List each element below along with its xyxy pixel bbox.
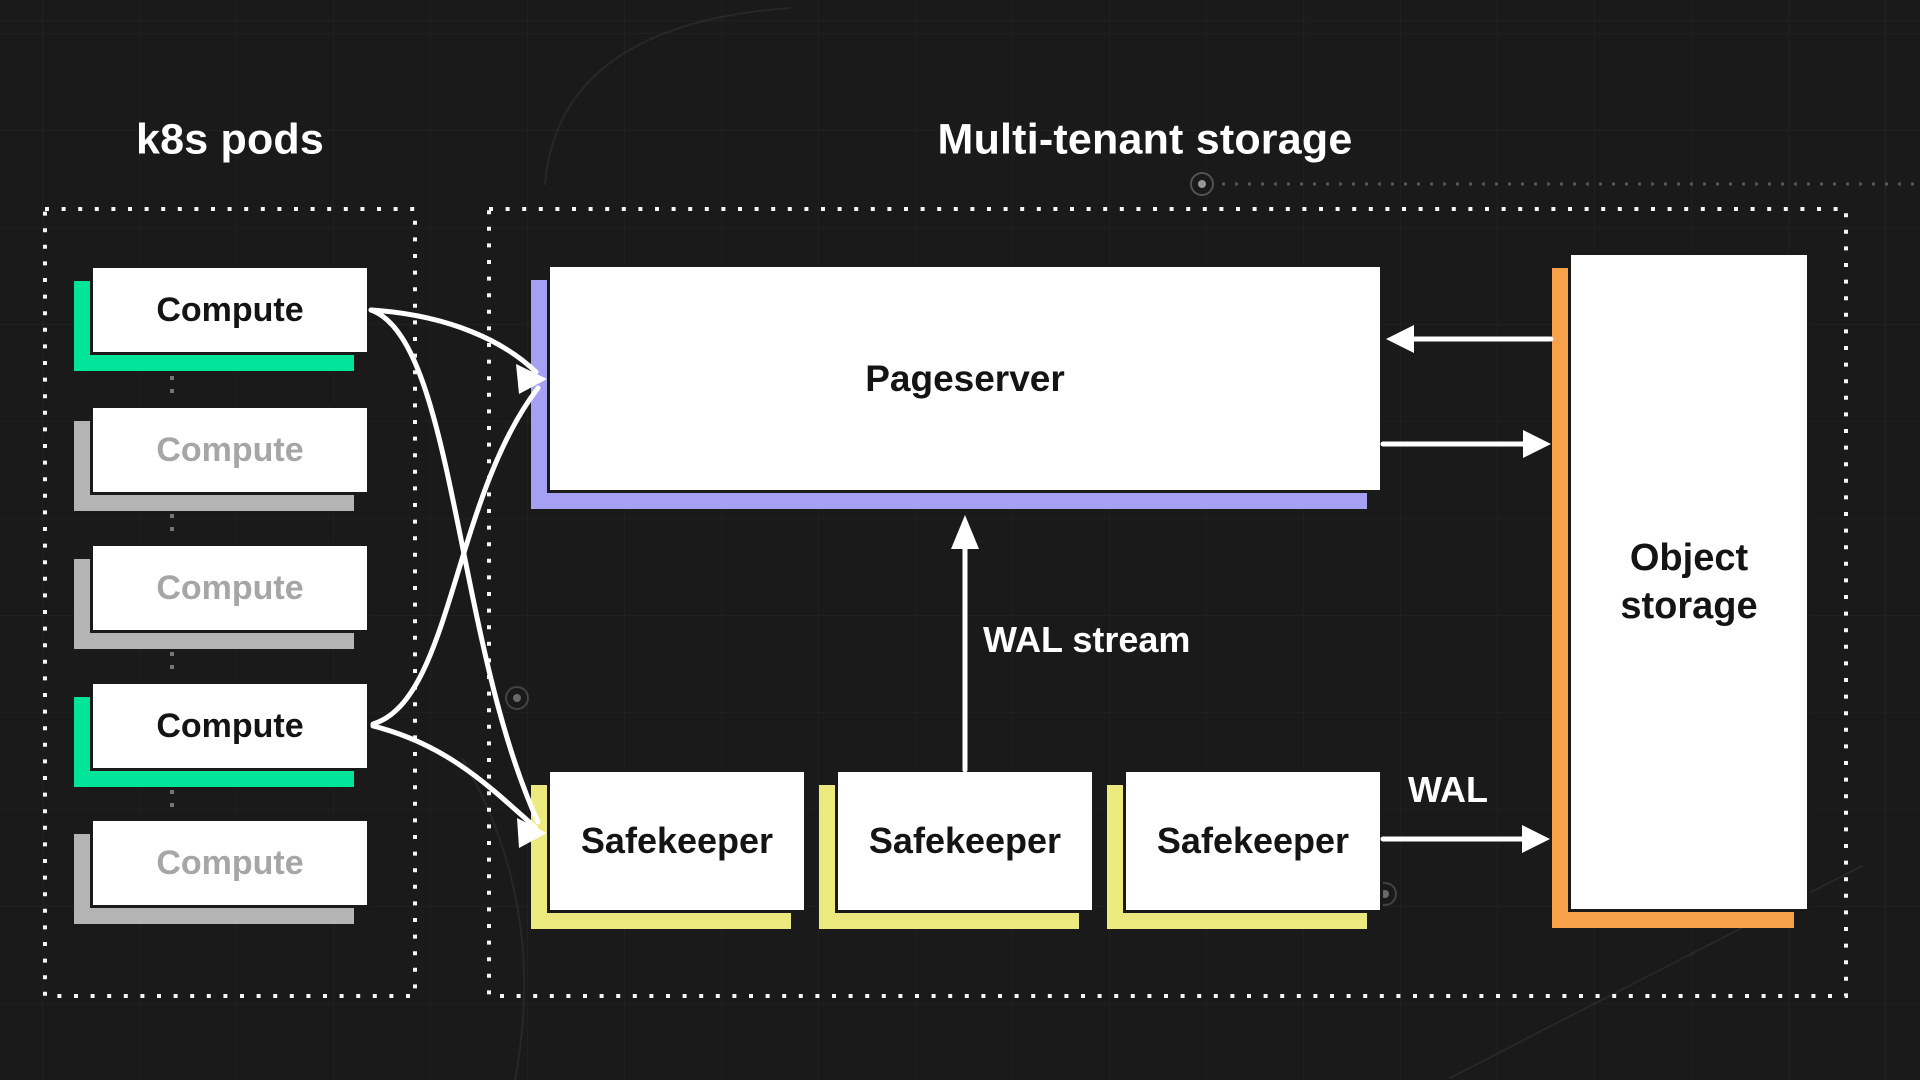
arrow-compute1-to-safekeeper xyxy=(368,307,541,825)
arrowhead-into-pageserver xyxy=(516,364,547,394)
arrowhead-wal-stream xyxy=(951,515,979,549)
arrowhead-left-into-pageserver xyxy=(1386,325,1414,353)
compute-pod-active: Compute xyxy=(90,681,370,771)
pageserver-label: Pageserver xyxy=(865,357,1065,399)
compute-pod-label: Compute xyxy=(156,706,304,745)
compute-pod-inactive: Compute xyxy=(90,405,370,495)
pageserver-box: Pageserver xyxy=(547,264,1383,493)
compute-pod-label: Compute xyxy=(156,568,304,607)
decor-circle-marker xyxy=(1190,172,1214,196)
compute-pod-label: Compute xyxy=(156,430,304,469)
object-storage-label: Object storage xyxy=(1620,537,1758,627)
object-storage-box: Object storage xyxy=(1568,252,1810,912)
wal-stream-label: WAL stream xyxy=(983,619,1191,660)
compute-pod-inactive: Compute xyxy=(90,543,370,633)
decor-arc-top xyxy=(544,7,791,186)
decor-circle-marker xyxy=(505,686,529,710)
wal-label: WAL xyxy=(1408,769,1488,810)
compute-pod-label: Compute xyxy=(156,843,304,882)
safekeeper-box: Safekeeper xyxy=(1123,769,1383,913)
arrowhead-into-safekeeper xyxy=(517,818,547,848)
compute-pod-label: Compute xyxy=(156,290,304,329)
arrowhead-wal-into-objectstorage xyxy=(1522,825,1550,853)
multi-tenant-storage-title: Multi-tenant storage xyxy=(937,115,1353,164)
decor-arc-bottom-left xyxy=(461,757,526,1080)
compute-pod-inactive: Compute xyxy=(90,818,370,908)
arrow-compute4-to-safekeeper xyxy=(370,723,539,831)
safekeeper-label: Safekeeper xyxy=(1156,820,1350,861)
compute-pod-active: Compute xyxy=(90,265,370,355)
arrow-compute1-to-pageserver xyxy=(368,307,539,375)
k8s-pods-title: k8s pods xyxy=(135,115,325,164)
safekeeper-box: Safekeeper xyxy=(835,769,1095,913)
arrowhead-right-into-objectstorage xyxy=(1523,430,1551,458)
safekeeper-box: Safekeeper xyxy=(547,769,807,913)
safekeeper-label: Safekeeper xyxy=(868,820,1062,861)
safekeeper-label: Safekeeper xyxy=(580,820,774,861)
arrow-compute4-to-pageserver xyxy=(370,385,541,727)
